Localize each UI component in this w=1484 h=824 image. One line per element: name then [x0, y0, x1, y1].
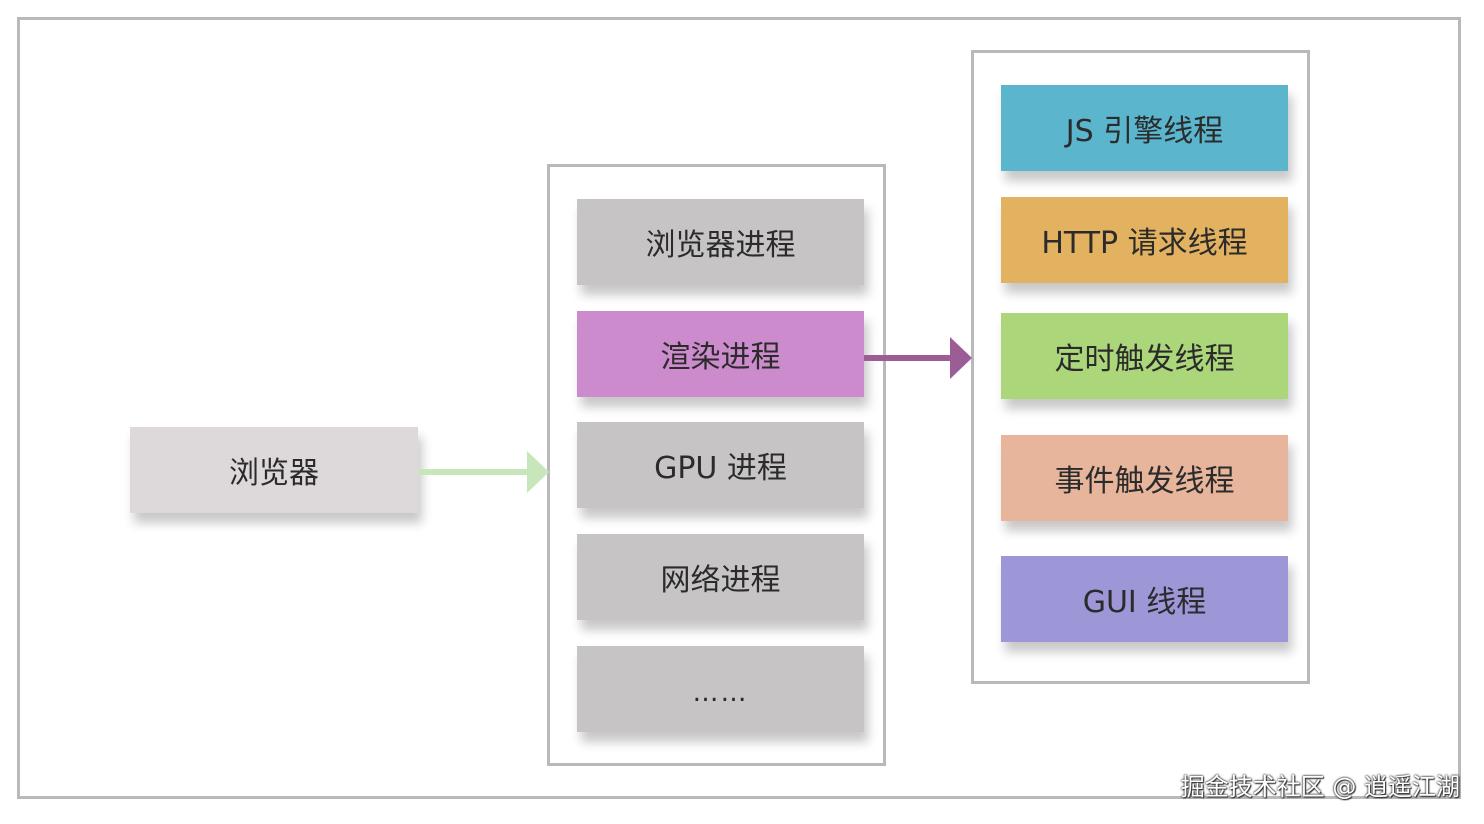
gui-thread-label: GUI 线程	[1082, 585, 1207, 620]
browser-node: 浏览器	[130, 427, 418, 513]
network-process-label: 网络进程	[660, 563, 781, 598]
renderer-process-label: 渲染进程	[660, 340, 781, 375]
http-request-thread-node: HTTP 请求线程	[1001, 197, 1288, 283]
renderer-process-node: 渲染进程	[577, 311, 864, 397]
more-processes-node: ……	[577, 646, 864, 732]
js-engine-thread-node: JS 引擎线程	[1001, 85, 1288, 171]
timer-trigger-thread-node: 定时触发线程	[1001, 313, 1288, 399]
gpu-process-node: GPU 进程	[577, 422, 864, 508]
timer-trigger-thread-label: 定时触发线程	[1054, 342, 1235, 377]
more-processes-label: ……	[692, 678, 749, 708]
gui-thread-node: GUI 线程	[1001, 556, 1288, 642]
browser-label: 浏览器	[229, 456, 319, 491]
watermark: 掘金技术社区 @ 逍遥江湖	[1180, 773, 1460, 801]
browser-process-node: 浏览器进程	[577, 199, 864, 285]
network-process-node: 网络进程	[577, 534, 864, 620]
http-request-thread-label: HTTP 请求线程	[1041, 226, 1248, 261]
browser-process-label: 浏览器进程	[645, 228, 796, 263]
gpu-process-label: GPU 进程	[654, 451, 787, 486]
js-engine-thread-label: JS 引擎线程	[1065, 114, 1224, 149]
event-trigger-thread-label: 事件触发线程	[1054, 464, 1235, 499]
event-trigger-thread-node: 事件触发线程	[1001, 435, 1288, 521]
